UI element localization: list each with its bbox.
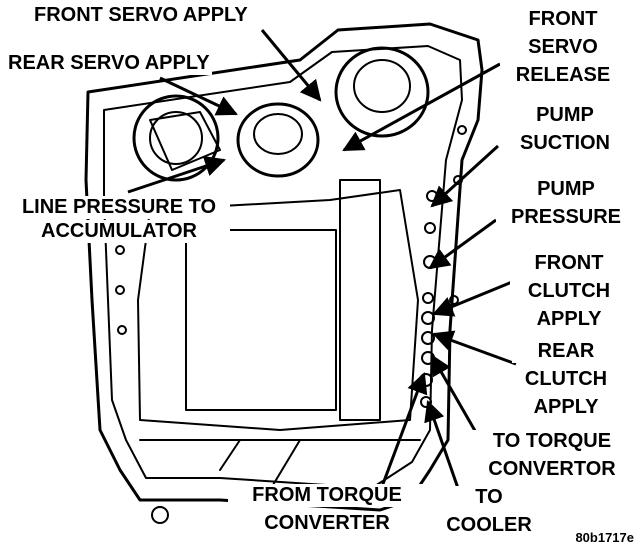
inner-window xyxy=(185,229,337,411)
leader-line-pressure xyxy=(127,156,226,194)
leader-to-cooler xyxy=(424,400,462,495)
label-rear-clutch-line-3: APPLY xyxy=(512,396,620,419)
label-front-servo-apply: FRONT SERVO APPLY xyxy=(32,4,250,27)
label-pump-suction-line-1: PUMP xyxy=(504,104,626,127)
label-rear-clutch-line-2: CLUTCH xyxy=(512,368,620,391)
leader-from-torque xyxy=(378,372,428,493)
left-arm xyxy=(149,111,221,171)
label-to-cooler-line-1: TO xyxy=(432,486,546,509)
bolt-holes xyxy=(115,125,467,524)
leader-front-servo-apply xyxy=(260,29,322,102)
leader-front-servo-release xyxy=(342,62,501,152)
front-servo-bore xyxy=(334,46,430,138)
leader-rear-clutch xyxy=(432,330,517,366)
label-to-torque-line-2: CONVERTOR xyxy=(470,458,634,481)
label-front-servo-release-line-2: SERVO xyxy=(500,36,626,59)
leader-front-clutch xyxy=(432,280,513,317)
label-front-servo-release-line-3: RELEASE xyxy=(500,64,626,87)
label-line-pressure-line-2: ACCUMULATOR xyxy=(8,220,230,243)
leader-pump-pressure xyxy=(428,218,497,270)
label-line-pressure-line-1: LINE PRESSURE TO xyxy=(8,196,230,219)
label-front-clutch-line-3: APPLY xyxy=(510,308,628,331)
leader-lines xyxy=(127,29,517,495)
leader-rear-servo-apply xyxy=(159,76,238,116)
label-pump-pressure-line-2: PRESSURE xyxy=(496,206,636,229)
label-front-clutch-line-1: FRONT xyxy=(510,252,628,275)
valve-panel xyxy=(137,189,419,431)
gasket-inner xyxy=(103,45,463,489)
leader-pump-suction xyxy=(430,144,500,208)
label-rear-servo-apply: REAR SERVO APPLY xyxy=(6,52,212,75)
leader-to-torque xyxy=(430,354,480,437)
label-from-torque-line-2: CONVERTER xyxy=(228,512,426,535)
label-to-torque-line-1: TO TORQUE xyxy=(470,430,634,453)
label-from-torque-line-1: FROM TORQUE xyxy=(228,484,426,507)
label-to-cooler-line-2: COOLER xyxy=(432,514,546,537)
label-front-servo-release-line-1: FRONT xyxy=(500,8,626,31)
left-servo-ring xyxy=(132,94,220,182)
label-pump-suction-line-2: SUCTION xyxy=(504,132,626,155)
rear-servo-bore xyxy=(236,102,320,178)
label-pump-pressure-line-1: PUMP xyxy=(496,178,636,201)
label-rear-clutch-line-1: REAR xyxy=(512,340,620,363)
figure-code: 80b1717e xyxy=(575,530,634,545)
label-front-clutch-line-2: CLUTCH xyxy=(510,280,628,303)
case-outline xyxy=(84,22,484,512)
separator-plate xyxy=(339,179,381,421)
